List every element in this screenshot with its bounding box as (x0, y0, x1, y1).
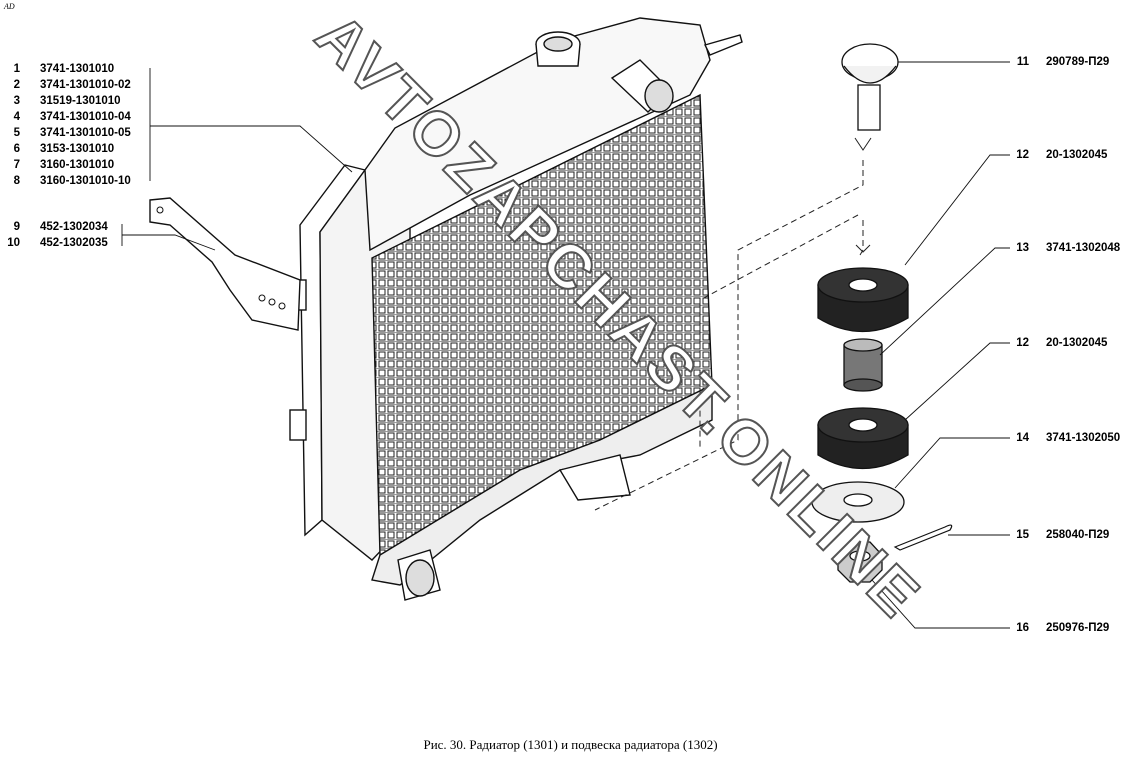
rubber-pad-upper (817, 267, 909, 333)
part-code: 3153-1301010 (40, 143, 115, 155)
part-code: 258040-П29 (1046, 529, 1110, 541)
radiator (289, 17, 743, 601)
washer (811, 481, 905, 523)
part-number: 3 (13, 95, 20, 107)
part-code: 3160-1301010-10 (40, 175, 131, 187)
part-code: 452-1302035 (40, 237, 108, 249)
part-code: 20-1302045 (1046, 149, 1108, 161)
part-number: 8 (13, 175, 20, 187)
part-code: 3741-1301010 (40, 63, 115, 75)
part-number: 5 (13, 127, 20, 139)
part-number: 12 (1016, 149, 1029, 161)
part-code: 3160-1301010 (40, 159, 115, 171)
part-number: 4 (13, 111, 20, 123)
part-code: 250976-П29 (1046, 622, 1110, 634)
figure-caption: Рис. 30. Радиатор (1301) и подвеска ради… (423, 737, 718, 752)
part-code: 3741-1301010-05 (40, 127, 131, 139)
part-code: 31519-1301010 (40, 95, 121, 107)
part-number: 14 (1016, 432, 1029, 444)
part-number: 13 (1016, 242, 1029, 254)
part-code: 452-1302034 (40, 221, 108, 233)
part-code: 3741-1301010-04 (40, 111, 131, 123)
part-number: 12 (1016, 337, 1029, 349)
radiator-bottom-tank (371, 383, 713, 586)
part-number: 16 (1016, 622, 1029, 634)
part-number: 2 (13, 79, 20, 91)
rubber-pad-lower (817, 407, 909, 470)
part-code: 20-1302045 (1046, 337, 1108, 349)
part-number: 7 (13, 159, 20, 171)
part-number: 1 (13, 63, 20, 75)
part-code: 3741-1302048 (1046, 242, 1121, 254)
part-code: 3741-1301010-02 (40, 79, 131, 91)
bolt (841, 43, 899, 131)
bushing (843, 338, 883, 392)
cotter-pin (893, 524, 953, 551)
corner-mark: AD (4, 2, 15, 11)
part-code: 3741-1302050 (1046, 432, 1121, 444)
part-number: 6 (13, 143, 20, 155)
castle-nut (837, 541, 883, 583)
part-number: 9 (13, 221, 20, 233)
part-code: 290789-П29 (1046, 56, 1110, 68)
part-number: 11 (1016, 56, 1029, 68)
part-number: 10 (7, 237, 20, 249)
part-number: 15 (1016, 529, 1029, 541)
bracket (149, 197, 301, 331)
